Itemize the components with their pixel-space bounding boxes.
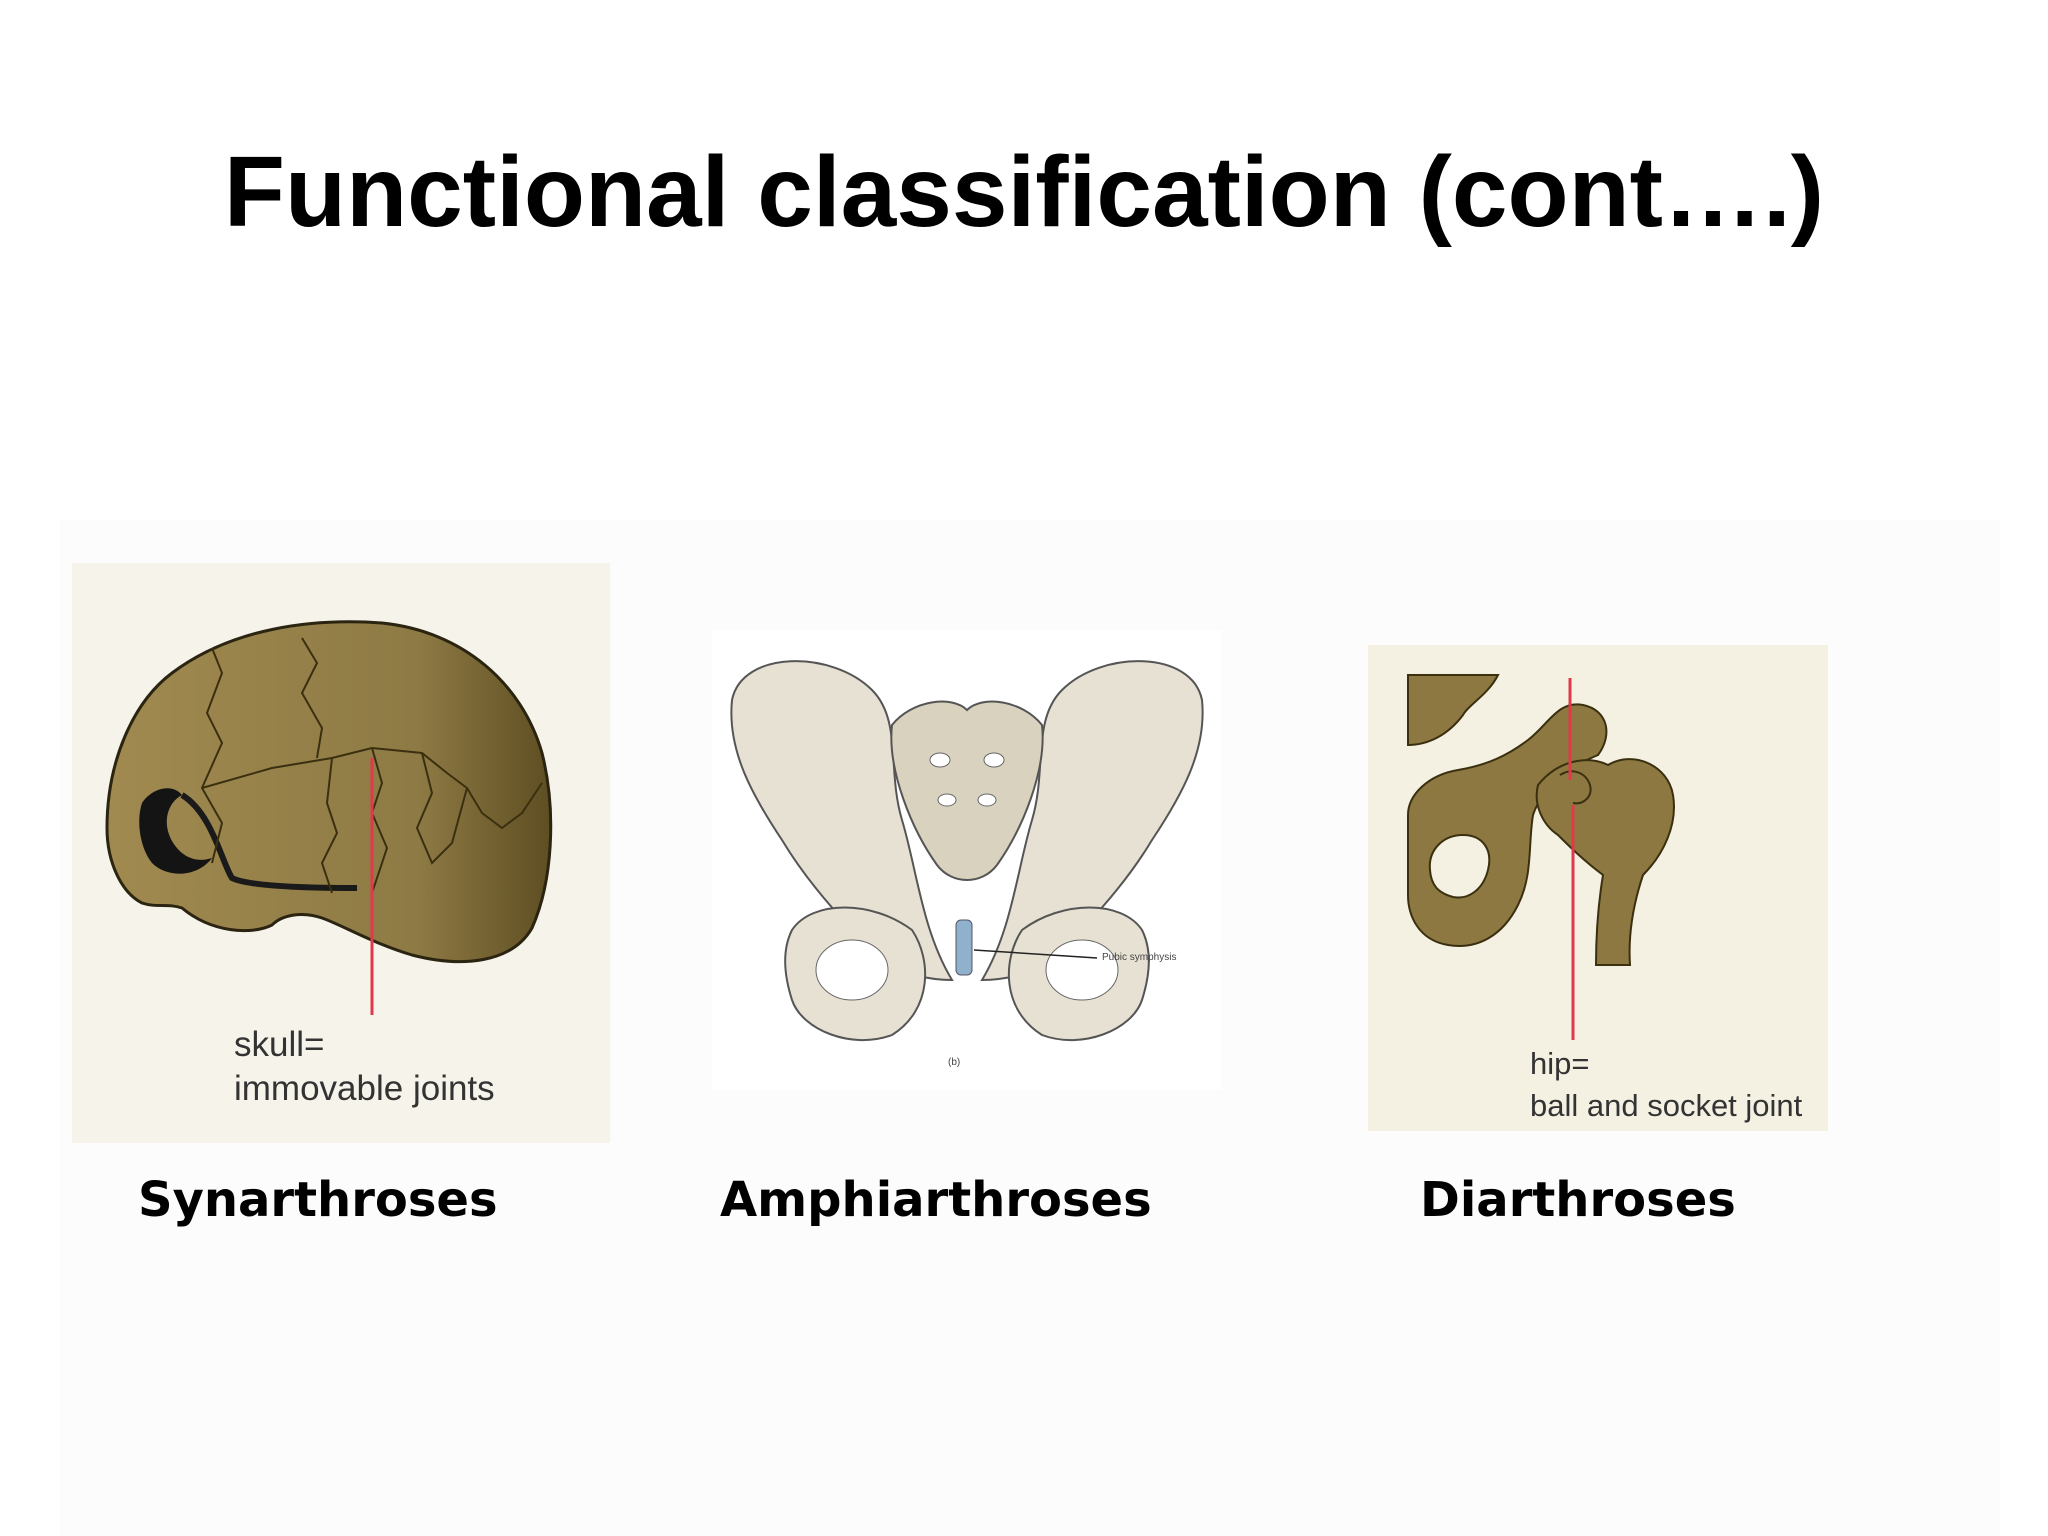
pelvis-figure-tag: (b) [948, 1057, 961, 1068]
hip-caption-line2: ball and socket joint [1530, 1088, 1803, 1123]
pelvis-illustration [730, 660, 1204, 1042]
slide-title: Functional classification (cont….) [223, 136, 1825, 248]
hip-caption-line1: hip= [1530, 1046, 1590, 1081]
pelvis-illustration-panel: Pubic symphysis (b) [712, 630, 1222, 1090]
hip-illustration-panel: hip= ball and socket joint [1368, 645, 1828, 1131]
hip-caption: hip= ball and socket joint [1530, 1043, 1802, 1127]
pubic-symphysis-annotation: Pubic symphysis [1102, 952, 1177, 963]
skull-illustration-panel: skull= immovable joints [72, 563, 610, 1143]
skull-caption-line1: skull= [234, 1025, 325, 1064]
label-synarthroses: Synarthroses [138, 1172, 498, 1228]
skull-caption-line2: immovable joints [234, 1069, 495, 1108]
hip-illustration [1407, 674, 1675, 1040]
skull-illustration [105, 620, 553, 1015]
label-amphiarthroses: Amphiarthroses [720, 1172, 1152, 1228]
label-diarthroses: Diarthroses [1420, 1172, 1736, 1228]
skull-caption: skull= immovable joints [234, 1023, 495, 1111]
